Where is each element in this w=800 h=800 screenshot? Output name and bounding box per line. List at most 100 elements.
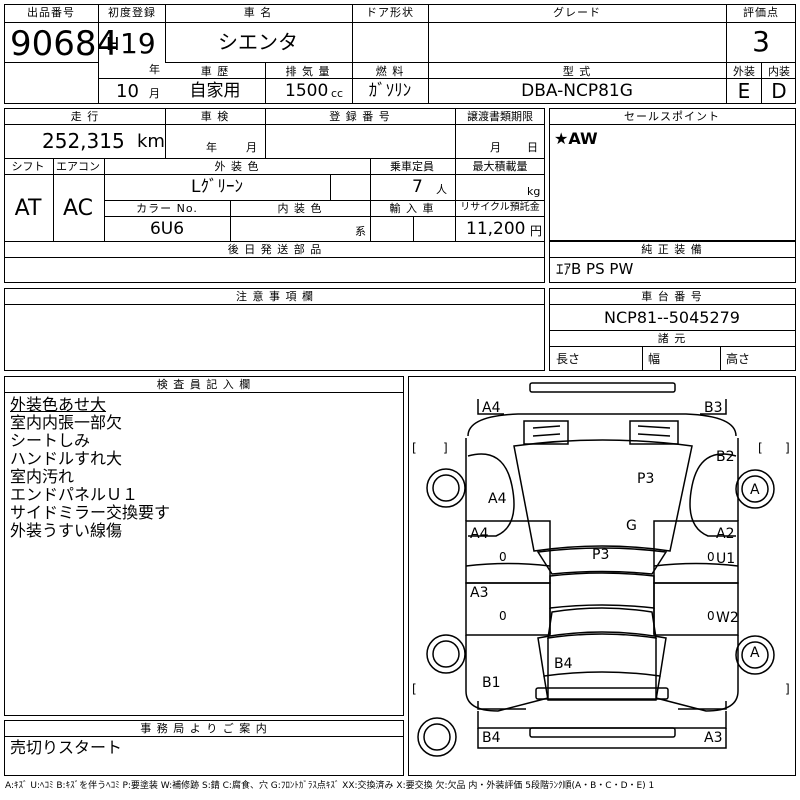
- front-corner-shape: [477, 399, 727, 415]
- hood-shape: [513, 439, 693, 552]
- divider: [761, 62, 762, 104]
- roof-rail-shape: [549, 608, 655, 634]
- windshield-shape: [536, 547, 668, 575]
- divider: [98, 78, 165, 79]
- front-left-wheel-hub: [432, 474, 460, 502]
- ac-value: AC: [62, 196, 94, 221]
- damage-mark-r-door-front-u: U1: [716, 551, 736, 567]
- damage-mark-tailgate: B4: [554, 656, 573, 672]
- divider: [4, 736, 404, 737]
- damage-mark-rr-corner: A3: [704, 730, 723, 746]
- recycle-value: 11,200: [466, 219, 526, 239]
- equipment-label: 純 正 装 備: [641, 243, 703, 256]
- first-reg-year: 19: [120, 27, 156, 60]
- score-label: 評価点: [743, 6, 779, 19]
- era-mark: H: [106, 34, 120, 55]
- front-right-wheel: [735, 469, 775, 509]
- front-bumper-shape: [529, 382, 676, 393]
- divider: [4, 392, 404, 393]
- divider: [265, 108, 266, 158]
- displacement-unit: cc: [331, 87, 344, 100]
- lot-number: 90684: [10, 24, 119, 64]
- inspection-year-unit: 年: [206, 141, 217, 154]
- damage-diagram-box: [408, 376, 796, 776]
- grade-label: グレード: [553, 6, 601, 19]
- divider: [165, 62, 726, 63]
- rear-bumper-shape: [535, 687, 669, 700]
- tire-zero-mark: 0: [707, 609, 715, 623]
- capacity-label: 乗車定員: [390, 160, 434, 173]
- tire-zero-mark: 0: [707, 550, 715, 564]
- office-label: 事 務 局 よ り ご 案 内: [140, 722, 268, 735]
- rear-corner-shape: [477, 701, 727, 710]
- divider: [4, 241, 545, 242]
- transfer-day-unit: 日: [527, 141, 538, 154]
- car-diagram: [417, 382, 775, 757]
- model-label: 型 式: [562, 65, 592, 78]
- month-unit: 月: [149, 87, 160, 100]
- inspector-label: 検 査 員 記 入 欄: [156, 378, 252, 391]
- sales-point-box: [549, 108, 796, 241]
- office-box: [4, 720, 404, 776]
- length-label: 長さ: [556, 352, 581, 366]
- divider: [53, 158, 54, 241]
- ac-label: エアコン: [56, 160, 100, 173]
- car-name-label: 車 名: [243, 6, 273, 19]
- divider: [4, 62, 98, 63]
- color-no-label: カラー No.: [136, 202, 198, 215]
- recycle-label: リサイクル預託金: [460, 202, 540, 213]
- chassis-label: 車 台 番 号: [641, 290, 703, 303]
- divider: [4, 257, 545, 258]
- divider: [352, 22, 726, 23]
- history-value: 自家用: [189, 81, 241, 101]
- damage-mark-fr-corner: B3: [704, 400, 723, 416]
- divider: [549, 346, 796, 347]
- notes-box: [4, 288, 545, 371]
- rear-outline-shape: [477, 711, 727, 729]
- divider: [549, 257, 796, 258]
- load-unit: kg: [527, 185, 541, 198]
- inspector-line: 外装うすい線傷: [10, 521, 123, 540]
- fender-shape: [465, 438, 739, 521]
- damage-mark-l-door-rear: A3: [470, 585, 489, 601]
- damage-mark-l-fender: A4: [488, 491, 507, 507]
- year-unit: 年: [149, 63, 160, 76]
- interior-label: 内装: [768, 65, 790, 78]
- fuel-value: ｶﾞｿﾘﾝ: [368, 81, 412, 101]
- chassis-box: [549, 288, 796, 371]
- divider: [549, 330, 796, 331]
- inspection-month-unit: 月: [246, 141, 257, 154]
- bracket-mark: ]: [785, 682, 790, 696]
- front-panel-shape: [467, 413, 737, 437]
- right-rear-door-shape: [653, 582, 739, 636]
- rear-apron-shape: [477, 728, 727, 749]
- divider: [4, 304, 545, 305]
- damage-mark-rl-corner: B4: [482, 730, 501, 746]
- width-label: 幅: [648, 352, 661, 366]
- divider: [104, 158, 105, 241]
- interior-color-unit: 系: [355, 225, 366, 238]
- chassis-number: NCP81--5045279: [604, 308, 740, 327]
- interior-grade: D: [771, 79, 787, 103]
- damage-mark-l-door-front: A4: [470, 526, 489, 542]
- divider: [413, 216, 414, 241]
- inspector-line: エンドパネルＵ１: [10, 485, 139, 504]
- divider: [165, 4, 166, 62]
- grille-shape: [532, 425, 671, 437]
- exterior-label: 外装: [733, 65, 755, 78]
- interior-color-label: 内 装 色: [277, 202, 323, 215]
- model-value: DBA-NCP81G: [521, 81, 633, 101]
- right-rear-quarter-shape: [655, 635, 739, 712]
- color-label: 外 装 色: [214, 160, 260, 173]
- inspector-box: [4, 376, 404, 716]
- divider: [330, 174, 331, 200]
- damage-mark-fr-wheel: A: [750, 482, 760, 498]
- divider: [4, 22, 98, 23]
- spare-wheel: [417, 717, 457, 757]
- damage-mark-roof: P3: [592, 547, 610, 563]
- divider: [720, 346, 721, 371]
- divider: [265, 62, 266, 104]
- legend-text: A:ｷｽﾞ U:ﾍｺﾐ B:ｷｽﾞを伴うﾍｺﾐ P:要塗装 W:補修跡 S:錆 …: [5, 781, 655, 791]
- right-fender-line: [689, 453, 737, 537]
- divider: [549, 304, 796, 305]
